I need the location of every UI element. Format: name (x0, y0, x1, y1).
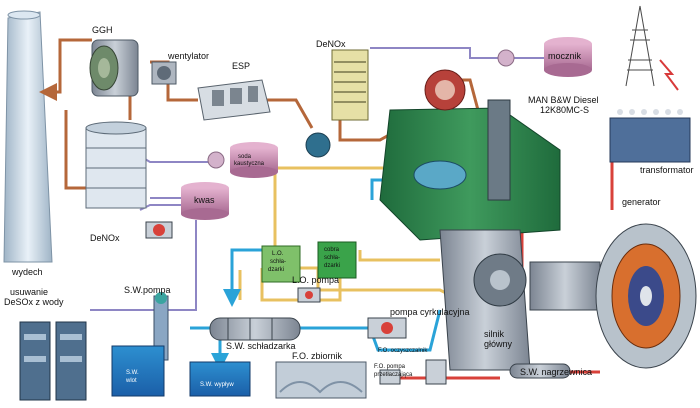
label-denox-left: DeNOx (90, 233, 120, 243)
esp-unit (197, 79, 271, 121)
label-wydech: wydech (12, 267, 43, 277)
label-lo-cooler-1: L.O. (272, 251, 284, 257)
lo-cooler (261, 245, 301, 283)
label-lo-pompa: L.O. pompa (292, 275, 340, 285)
label-transformator: transformator (640, 165, 694, 175)
desox-unit (19, 321, 87, 401)
label-usuwanie-2: DeSOx z wody (4, 297, 64, 307)
sw-pump (153, 292, 169, 361)
transformer (609, 109, 691, 163)
label-cw-cooler-1: cobra (324, 247, 340, 253)
main-engine (379, 69, 561, 371)
kwas-tank (181, 182, 229, 220)
label-engine-title: MAN B&W Diesel (528, 95, 599, 105)
label-sw-schladzarka: S.W. schładzarka (226, 341, 296, 351)
label-cw-cooler-2: schła- (324, 255, 341, 261)
label-sw-wlot-1: S.W. (126, 370, 139, 376)
label-sw-pompa: S.W.pompa (124, 285, 171, 295)
sw-outlet-tank (189, 361, 251, 397)
sw-cooler (209, 317, 301, 341)
label-lo-cooler-3: dzarki (268, 267, 285, 273)
label-lo-cooler-2: schła- (270, 259, 287, 265)
label-kwas: kwas (194, 195, 215, 205)
fo-tank (275, 361, 367, 399)
denox-left-tower (85, 121, 147, 209)
pump-small (145, 221, 173, 239)
fo-purifier (425, 359, 447, 385)
label-fo-oczyszczalnik: F.O. oczyszczalnik (378, 348, 428, 354)
label-pompa-cyrkulacyjna: pompa cyrkulacyjna (390, 307, 470, 317)
label-esp: ESP (232, 61, 251, 71)
cw-cooler (317, 241, 357, 279)
label-fo-pompa-1: F.O. pompa (374, 364, 406, 370)
label-cw-cooler-3: dzarki (324, 263, 341, 269)
lo-pump (297, 287, 321, 303)
label-soda-1: soda (238, 154, 252, 160)
circulation-pump (367, 317, 407, 339)
fan-unit (151, 61, 177, 85)
sw-inlet-tank (111, 345, 165, 397)
label-denox-top: DeNOx (316, 39, 346, 49)
label-usuwanie-1: usuwanie (10, 287, 49, 297)
denox-top-unit (305, 49, 369, 158)
label-generator: generator (622, 197, 661, 207)
label-mocznik: mocznik (548, 51, 582, 61)
label-silnik-1: silnik (484, 329, 505, 339)
label-soda-2: kaustyczna (234, 161, 265, 167)
label-sw-wyplyw: S.W. wypływ (200, 382, 234, 388)
soda-tank (207, 142, 278, 178)
label-fo-zbiornik: F.O. zbiornik (292, 351, 343, 361)
label-silnik-2: główny (484, 339, 513, 349)
label-wentylator: wentylator (168, 51, 210, 61)
label-engine-model: 12K80MC-S (540, 105, 590, 115)
mocznik-tank (497, 37, 592, 77)
generator-unit (529, 223, 697, 369)
ggh-unit (89, 39, 139, 97)
fo-transfer-pump (379, 369, 401, 385)
label-sw-wlot-2: wlot (126, 378, 137, 384)
label-fo-pompa-2: przetłaczająca (374, 372, 413, 378)
chimney (3, 10, 53, 263)
sw-heater (509, 363, 571, 379)
label-ggh: GGH (92, 25, 113, 35)
label-sw-nagrzewnica: S.W. nagrzewnica (520, 367, 593, 377)
transmission-tower (625, 5, 679, 91)
